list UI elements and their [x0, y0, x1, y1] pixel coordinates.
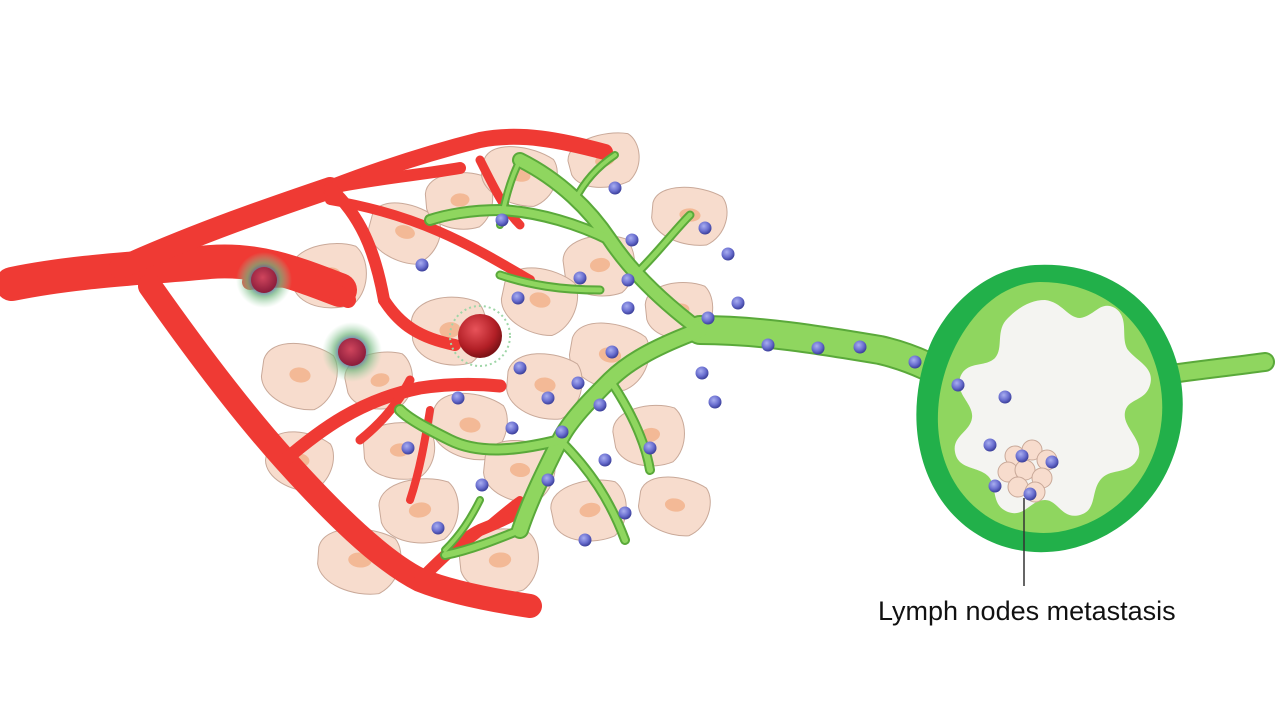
nanoparticle — [475, 478, 489, 492]
tumor-cell-nucleus — [370, 373, 390, 387]
tumor-cell — [368, 202, 442, 265]
lymph-node — [916, 264, 1183, 553]
nanoparticle — [698, 221, 712, 235]
nanoparticle — [908, 355, 922, 369]
tumor-cell — [638, 476, 711, 537]
nanoparticle — [853, 340, 867, 354]
lymph-node-metastasis-callout: Lymph nodes metastasis — [878, 498, 1176, 626]
nanoparticle — [605, 345, 619, 359]
nanoparticle — [495, 213, 509, 227]
tumor-cell-nucleus — [395, 225, 415, 239]
tumor-cell — [260, 342, 338, 411]
nanoparticle — [621, 301, 635, 315]
nanoparticle — [451, 391, 465, 405]
lymph-node-metastasis-label: Lymph nodes metastasis — [878, 596, 1176, 626]
nanoparticle — [505, 421, 519, 435]
nanoparticle — [555, 425, 569, 439]
nanoparticle — [415, 258, 429, 272]
nanoparticle — [573, 271, 587, 285]
tumor-cell-nucleus — [289, 367, 311, 383]
nanoparticle — [593, 398, 607, 412]
nanoparticle — [541, 391, 555, 405]
nanoparticle — [695, 366, 709, 380]
tumor-cell-nucleus — [488, 552, 512, 568]
nanoparticle — [1045, 455, 1059, 469]
blood-vessel-branches — [109, 128, 613, 618]
tumor-cell-nucleus — [509, 462, 531, 478]
nanoparticle — [983, 438, 997, 452]
tumor-cell-nucleus — [459, 417, 481, 433]
tumor-cell-nucleus — [529, 292, 551, 308]
nanoparticle — [988, 479, 1002, 493]
nanoparticle — [618, 506, 632, 520]
nanoparticle — [643, 441, 657, 455]
tumor-cell-nucleus — [589, 257, 611, 273]
nanoparticle — [598, 453, 612, 467]
nanoparticle — [571, 376, 585, 390]
lymph-node-medulla — [954, 300, 1151, 516]
nanoparticle — [731, 296, 745, 310]
tumor-cell-nucleus — [579, 502, 601, 518]
tumor-cell-nucleus — [534, 377, 556, 393]
tumor-cell-nucleus — [408, 502, 432, 518]
nanoparticle — [513, 361, 527, 375]
coated-nanoparticles — [236, 252, 511, 382]
nanoparticle — [511, 291, 525, 305]
nanoparticle — [708, 395, 722, 409]
nanoparticle — [721, 247, 735, 261]
nanoparticle — [1015, 449, 1029, 463]
nanoparticle — [401, 441, 415, 455]
nanoparticle — [761, 338, 775, 352]
tumor-cell-nucleus — [664, 498, 686, 512]
nanoparticle — [608, 181, 622, 195]
nanoparticle — [578, 533, 592, 547]
nanoparticle — [621, 273, 635, 287]
coated-nanoparticle — [322, 322, 382, 382]
red-particle — [449, 305, 511, 367]
nanoparticle — [541, 473, 555, 487]
blood-vessel-network — [0, 128, 613, 618]
nanoparticle — [951, 378, 965, 392]
tumor-cell-nucleus — [450, 193, 470, 207]
nanoparticle — [625, 233, 639, 247]
nanoparticle — [431, 521, 445, 535]
nanoparticle — [998, 390, 1012, 404]
coated-nanoparticle — [236, 252, 292, 308]
nanoparticle — [701, 311, 715, 325]
nanoparticle — [811, 341, 825, 355]
nanoparticle-dots — [401, 181, 1059, 547]
nanoparticle — [1023, 487, 1037, 501]
